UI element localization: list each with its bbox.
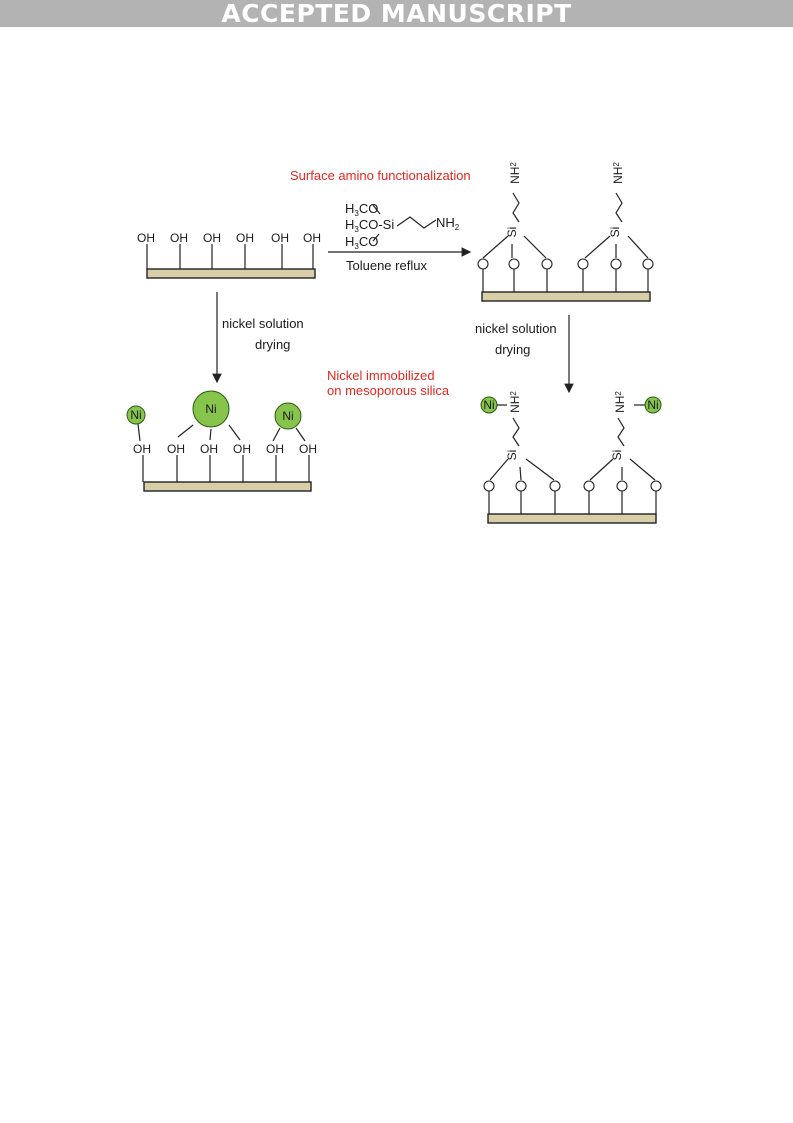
reagent-line-3: H3CO [345, 234, 378, 251]
hydroxyl-label: OH [233, 442, 251, 456]
nickel-label: Ni [205, 402, 216, 416]
hydroxyl-label: OH [271, 231, 289, 245]
siloxane-oxygen [477, 258, 489, 270]
silicon-atom: Si [608, 227, 622, 238]
nickel-solution-right-label: nickel solution [475, 321, 557, 336]
nickel-on-amino-silica: Ni NH2 Si NH2 Ni Si [480, 391, 662, 524]
drying-left-label: drying [255, 337, 290, 352]
accepted-manuscript-banner: ACCEPTED MANUSCRIPT [0, 0, 793, 27]
siloxane-oxygen [483, 480, 495, 492]
amino-functionalized-surface: NH2 Si NH2 Si [477, 162, 654, 302]
drying-right-label: drying [495, 342, 530, 357]
reagent-amine: NH2 [436, 215, 460, 232]
nickel-label: Ni [647, 398, 658, 412]
siloxane-oxygen [549, 480, 561, 492]
amine-group: NH2 [508, 391, 522, 413]
silicon-atom: Si [505, 450, 519, 461]
siloxane-oxygen [515, 480, 527, 492]
silica-surface-bar [487, 513, 657, 524]
hydroxyl-label: OH [303, 231, 321, 245]
amine-group: NH2 [611, 162, 625, 184]
hydroxyl-label: OH [137, 231, 155, 245]
siloxane-oxygen [616, 480, 628, 492]
silica-surface-bar [146, 268, 316, 279]
siloxane-oxygen [610, 258, 622, 270]
nickel-label: Ni [130, 408, 141, 422]
siloxane-oxygen [577, 258, 589, 270]
amine-group: NH2 [613, 391, 627, 413]
toluene-reflux-label: Toluene reflux [346, 258, 427, 273]
nickel-solution-left-label: nickel solution [222, 316, 304, 331]
reagent-line-2: H3CO-Si [345, 217, 394, 234]
hydroxyl-label: OH [266, 442, 284, 456]
nickel-atom [644, 396, 662, 414]
siloxane-oxygen [642, 258, 654, 270]
surface-amino-functionalization-label: Surface amino functionalization [290, 168, 471, 183]
hydroxyl-label: OH [133, 442, 151, 456]
siloxane-oxygen [541, 258, 553, 270]
nickel-on-bare-silica: OH OH OH OH OH OH Ni Ni Ni [126, 390, 317, 492]
nickel-immobilized-label: Nickel immobilized [327, 368, 435, 383]
hydroxyl-label: OH [200, 442, 218, 456]
silica-surface-bar [481, 291, 651, 302]
hydroxyl-label: OH [299, 442, 317, 456]
siloxane-oxygen [650, 480, 662, 492]
hydroxyl-label: OH [170, 231, 188, 245]
mesoporous-silica-label: on mesoporous silica [327, 383, 450, 398]
bare-silica-surface: OH OH OH OH OH OH [137, 231, 321, 279]
hydroxyl-label: OH [236, 231, 254, 245]
nickel-label: Ni [483, 398, 494, 412]
nickel-atom [192, 390, 230, 428]
hydroxyl-label: OH [203, 231, 221, 245]
silicon-atom: Si [610, 450, 624, 461]
silica-surface-bar [143, 481, 312, 492]
nickel-label: Ni [282, 409, 293, 423]
hydroxyl-label: OH [167, 442, 185, 456]
amine-group: NH2 [508, 162, 522, 184]
nickel-atom [126, 405, 146, 425]
silicon-atom: Si [505, 227, 519, 238]
siloxane-oxygen [583, 480, 595, 492]
silane-reagent: H3CO H3CO-Si H3CO NH2 [345, 201, 460, 251]
nickel-atom [274, 402, 302, 430]
reagent-line-1: H3CO [345, 201, 378, 218]
siloxane-oxygen [508, 258, 520, 270]
